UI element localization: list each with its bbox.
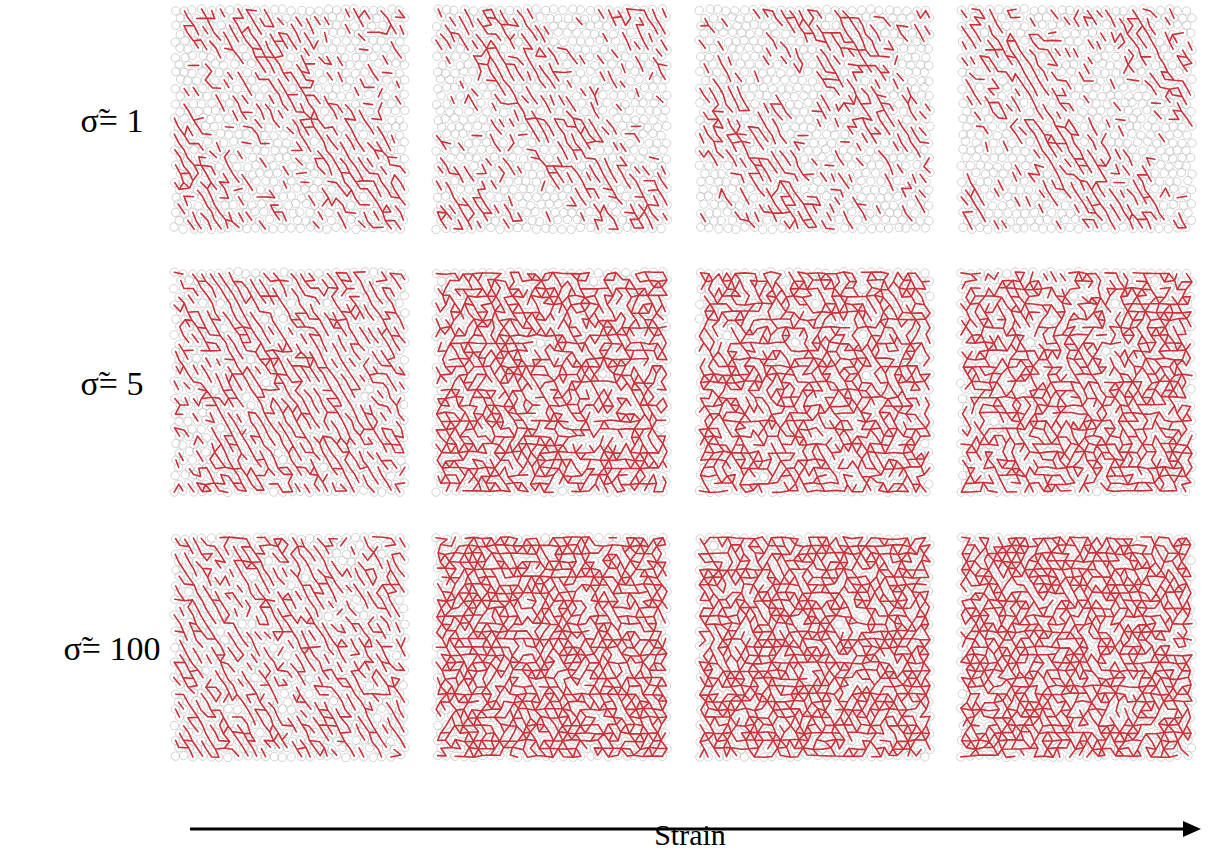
particles — [957, 268, 1197, 497]
particles — [170, 5, 409, 234]
particles — [170, 268, 410, 497]
force-chains — [699, 9, 930, 229]
particles — [170, 533, 410, 762]
particles — [695, 268, 934, 497]
force-chains — [699, 272, 930, 493]
force-chains — [174, 272, 405, 493]
force-chains — [436, 537, 667, 758]
particles — [695, 5, 934, 234]
force-chains — [436, 272, 667, 493]
particles — [695, 533, 935, 762]
particles — [432, 533, 671, 762]
particles — [432, 268, 671, 497]
particles — [957, 533, 1197, 762]
row-label: σ̃= 1 — [32, 102, 192, 140]
force-chains — [174, 537, 405, 758]
strain-arrow-head — [1183, 821, 1201, 837]
force-chains — [961, 537, 1192, 758]
row-label: σ̃= 100 — [32, 630, 192, 668]
force-chains — [961, 9, 1192, 229]
force-chains — [961, 272, 1192, 493]
force-chains — [699, 537, 930, 757]
force-chains — [436, 9, 667, 230]
row-label: σ̃= 5 — [32, 365, 192, 403]
panel-group — [170, 5, 1197, 762]
force-chains — [174, 9, 405, 230]
particles — [432, 5, 672, 234]
particles — [957, 5, 1196, 234]
axis-label: Strain — [540, 818, 840, 852]
